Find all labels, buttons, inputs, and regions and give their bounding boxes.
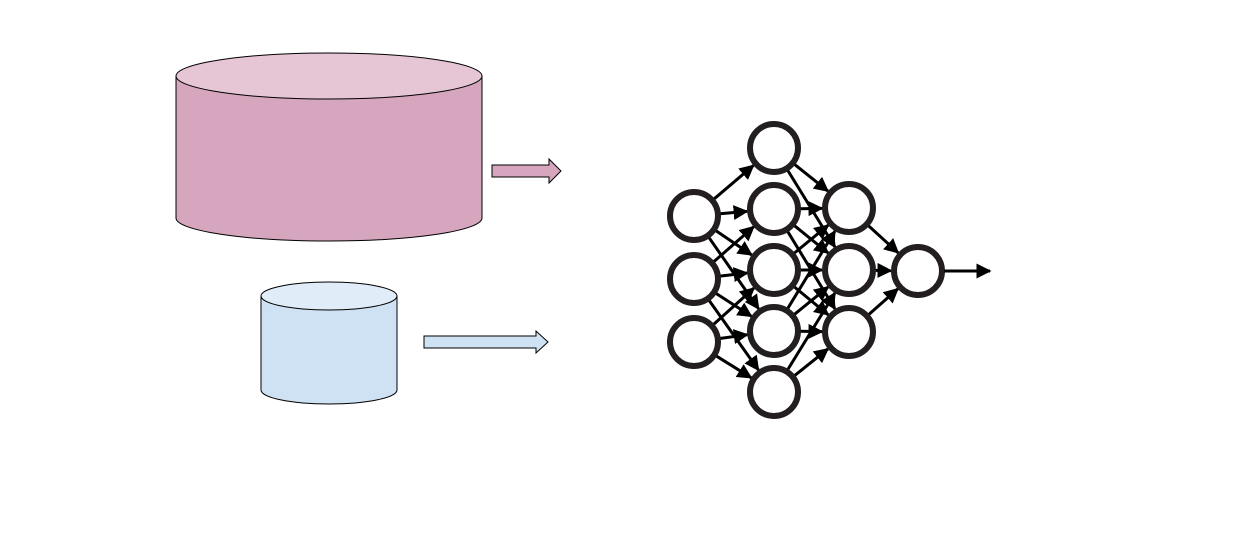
small-dataset-arrow-icon [423, 329, 549, 355]
network-neuron [667, 315, 721, 369]
network-connection [712, 164, 755, 201]
network-neuron [747, 243, 801, 297]
network-neuron [891, 244, 945, 298]
large-dataset-body [175, 75, 483, 242]
network-connection [719, 267, 749, 282]
network-neuron [667, 189, 721, 243]
large-dataset-arrow-icon [491, 157, 562, 185]
small-dataset-body [260, 295, 398, 405]
network-connection [786, 229, 837, 310]
network-connection [867, 287, 899, 316]
large-dataset-top [175, 52, 483, 100]
large-dataset-cylinder-icon [175, 52, 483, 242]
network-neurons [667, 121, 945, 419]
network-connection [712, 225, 755, 264]
small-dataset-cylinder-icon [260, 281, 398, 405]
network-neuron [747, 304, 801, 358]
network-connection [719, 205, 749, 221]
network-neuron [747, 121, 801, 175]
network-neuron [667, 252, 721, 306]
network-neuron [747, 365, 801, 419]
neural-network-icon [667, 121, 992, 419]
network-connections [707, 163, 900, 379]
network-neuron [747, 182, 801, 236]
small-dataset-top [260, 281, 398, 311]
network-connection [793, 347, 830, 377]
network-neuron [822, 181, 876, 235]
network-neuron [822, 305, 876, 359]
network-connection [712, 286, 756, 326]
network-connection [793, 163, 830, 193]
network-connection [715, 354, 753, 379]
network-connection [793, 285, 830, 316]
network-connection [867, 224, 900, 254]
network-neuron [822, 243, 876, 297]
network-connection [719, 329, 749, 344]
network-connection [786, 291, 837, 371]
